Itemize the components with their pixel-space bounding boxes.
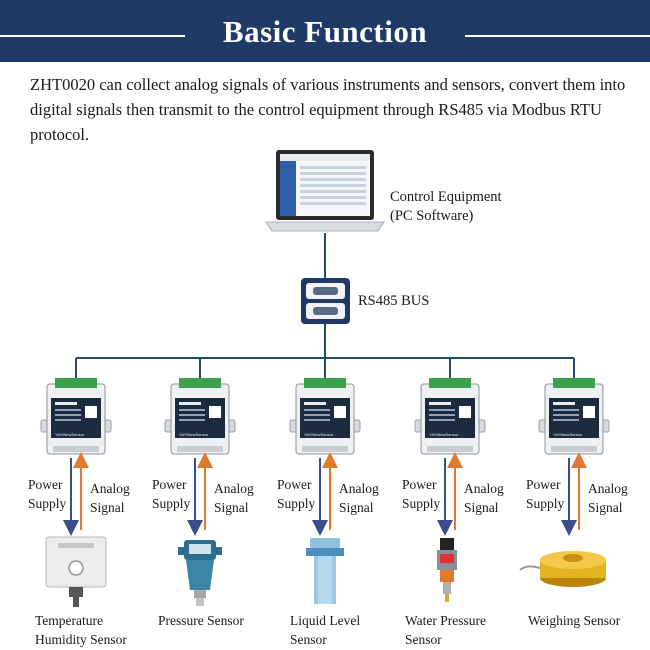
converter-module-icon: YAYINewSensor (414, 378, 486, 455)
power-supply-label-line: Power (277, 477, 312, 492)
analog-signal-label-line: Analog (214, 481, 254, 496)
module-brand-text: YAYINewSensor (55, 432, 85, 437)
intro-paragraph: ZHT0020 can collect analog signals of va… (30, 75, 626, 144)
pressure-sensor-icon (178, 540, 222, 606)
sensor-name-line: Weighing Sensor (528, 613, 621, 628)
power-supply-label-line: Power (28, 477, 63, 492)
converter-module-icon: YAYINewSensor (164, 378, 236, 455)
sensor-name-line: Sensor (290, 632, 327, 647)
analog-signal-label-line: Signal (90, 500, 125, 515)
converter-module-icon: YAYINewSensor (40, 378, 112, 455)
temperature-humidity-sensor-icon (45, 536, 107, 607)
rs485-bus-label: RS485 BUS (358, 293, 430, 309)
converter-module-icon: YAYINewSensor (538, 378, 610, 455)
header-banner: Basic Function (0, 0, 650, 62)
power-supply-label-line: Supply (277, 496, 316, 511)
control-equipment-title: Control Equipment (390, 189, 502, 205)
analog-signal-label-line: Signal (588, 500, 623, 515)
sensor-name-water-pressure: Water Pressure Sensor (405, 611, 486, 649)
rs485-connector-icon (301, 278, 350, 324)
sensor-name-line: Liquid Level (290, 613, 361, 628)
sensor-name-line: Water Pressure (405, 613, 487, 628)
control-equipment-subtitle: (PC Software) (390, 208, 474, 224)
power-supply-label-line: Supply (526, 496, 565, 511)
sensor-name-temperature-humidity: Temperature Humidity Sensor (35, 611, 127, 649)
control-equipment-label: Control Equipment (PC Software) (390, 188, 502, 226)
sensor-name-pressure: Pressure Sensor (158, 611, 244, 630)
power-supply-label-line: Supply (28, 496, 67, 511)
banner-rule-right (465, 35, 650, 37)
banner-rule-left (0, 35, 185, 37)
sensor-name-line: Sensor (405, 632, 442, 647)
laptop-icon (265, 150, 385, 232)
converter-module-icon: YAYINewSensor (289, 378, 361, 455)
power-supply-label-line: Power (402, 477, 437, 492)
analog-signal-label-line: Signal (464, 500, 499, 515)
sensor-name-weighing: Weighing Sensor (528, 611, 620, 630)
analog-signal-label-line: Analog (588, 481, 628, 496)
liquid-level-sensor-icon (306, 538, 344, 604)
module-brand-text: YAYINewSensor (429, 432, 459, 437)
sensor-name-line: Temperature (35, 613, 104, 628)
analog-signal-label-line: Analog (339, 481, 379, 496)
power-supply-label-line: Power (152, 477, 187, 492)
water-pressure-sensor-icon (437, 538, 457, 602)
analog-signal-label-line: Analog (464, 481, 504, 496)
power-supply-label-line: Supply (402, 496, 441, 511)
weighing-sensor-icon (519, 551, 606, 587)
power-supply-label-line: Supply (152, 496, 191, 511)
analog-signal-label-line: Signal (339, 500, 374, 515)
module-brand-text: YAYINewSensor (179, 432, 209, 437)
power-supply-label-line: Power (526, 477, 561, 492)
rs485-bus-lines (75, 324, 575, 386)
module-brand-text: YAYINewSensor (553, 432, 583, 437)
sensor-name-liquid-level: Liquid Level Sensor (290, 611, 360, 649)
sensor-name-line: Humidity Sensor (35, 632, 127, 647)
analog-signal-label-line: Signal (214, 500, 249, 515)
page-title: Basic Function (222, 14, 428, 49)
analog-signal-label-line: Analog (90, 481, 130, 496)
module-brand-text: YAYINewSensor (304, 432, 334, 437)
sensor-name-line: Pressure Sensor (158, 613, 244, 628)
